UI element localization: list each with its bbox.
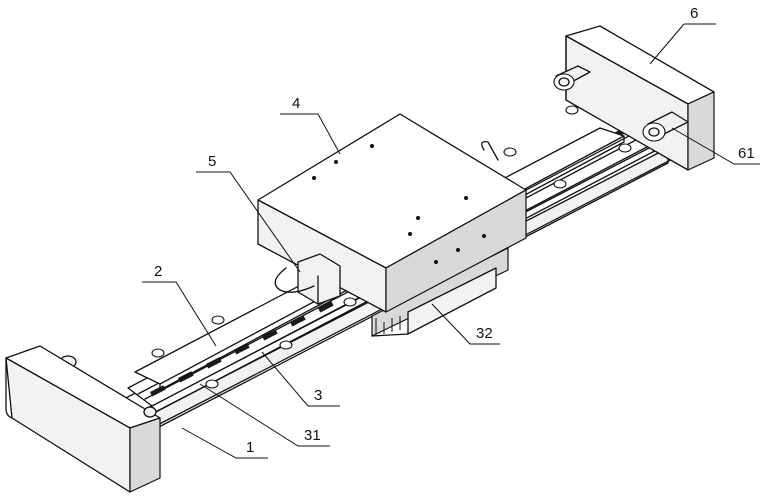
callout-32: 32 xyxy=(476,325,493,342)
left-end-plate xyxy=(5,345,161,493)
sliding-block xyxy=(257,113,527,337)
clamp-handle xyxy=(274,141,499,305)
callout-2: 2 xyxy=(154,263,163,280)
callout-61: 61 xyxy=(738,145,755,162)
callout-6: 6 xyxy=(690,5,699,22)
callout-3: 3 xyxy=(314,387,323,404)
leader-lines xyxy=(142,23,760,459)
rail-mounting-holes xyxy=(151,105,632,389)
callout-1: 1 xyxy=(246,439,255,456)
callout-31: 31 xyxy=(304,427,321,444)
callout-4: 4 xyxy=(292,95,301,112)
callout-5: 5 xyxy=(208,153,217,170)
right-end-plate xyxy=(553,25,715,171)
